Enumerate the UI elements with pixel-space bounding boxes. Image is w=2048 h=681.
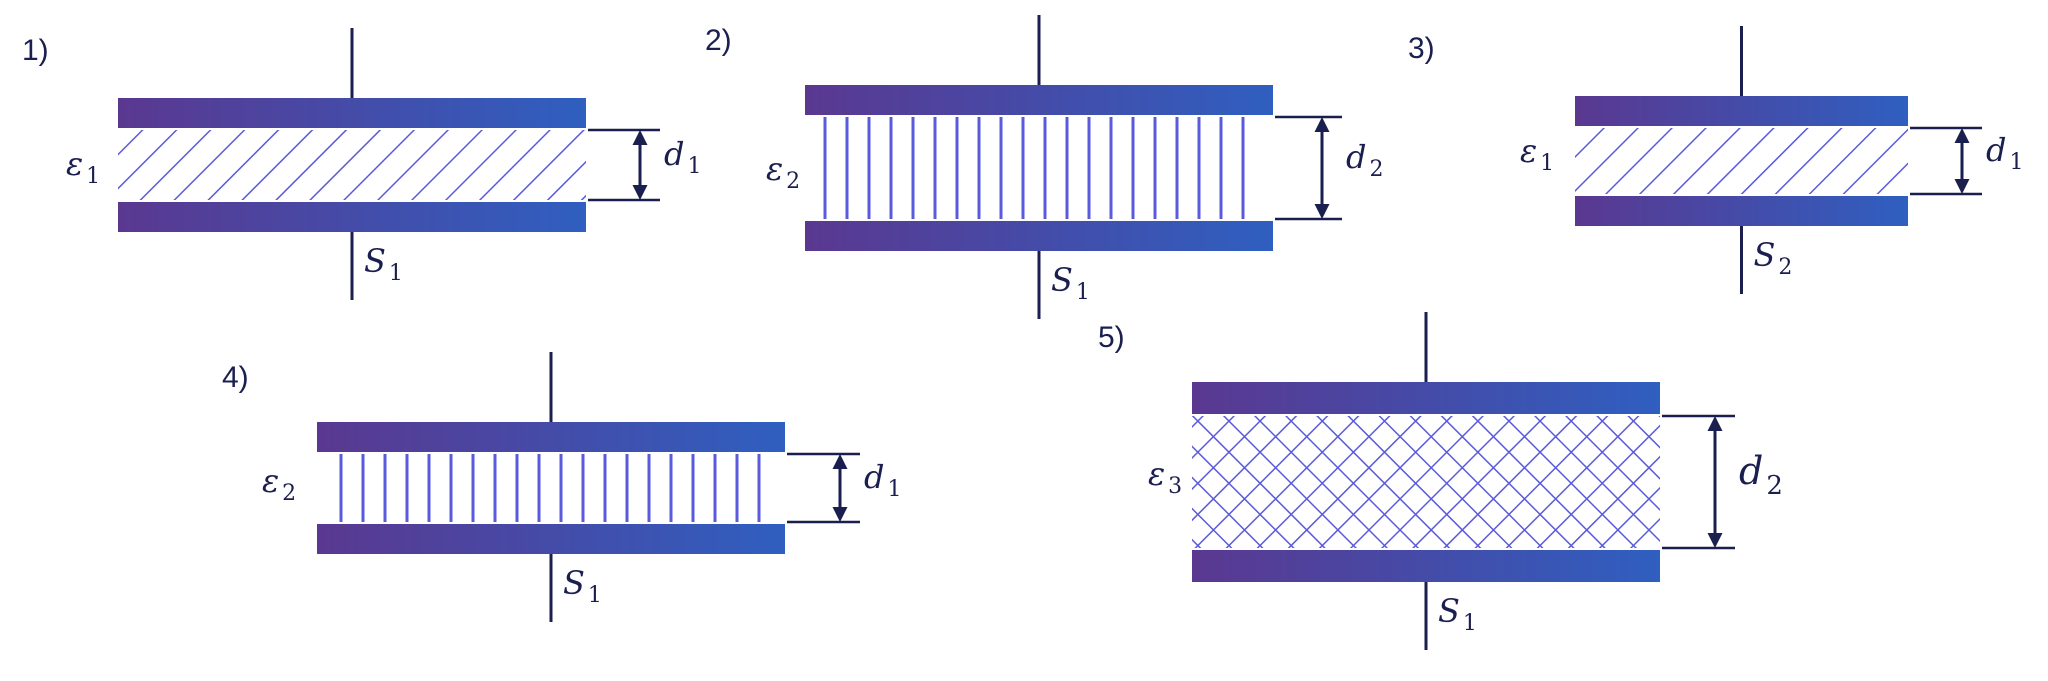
bottom-plate bbox=[1192, 550, 1660, 582]
figure-number: 3) bbox=[1408, 32, 1435, 65]
top-plate bbox=[805, 85, 1273, 115]
bottom-plate bbox=[805, 221, 1273, 251]
figure-number: 2) bbox=[705, 24, 732, 57]
top-plate bbox=[1575, 96, 1908, 126]
dielectric-diagonal bbox=[118, 130, 586, 200]
dielectric-crosshatch bbox=[1192, 416, 1660, 548]
top-plate bbox=[1192, 382, 1660, 414]
bottom-plate bbox=[118, 202, 586, 232]
top-plate bbox=[118, 98, 586, 128]
figure-number: 5) bbox=[1098, 321, 1125, 354]
figure-number: 4) bbox=[222, 361, 249, 394]
dielectric-diagonal bbox=[1575, 128, 1908, 194]
top-plate bbox=[317, 422, 785, 452]
dielectric-vertical bbox=[329, 454, 773, 522]
bottom-plate bbox=[1575, 196, 1908, 226]
bottom-plate bbox=[317, 524, 785, 554]
figure-number: 1) bbox=[22, 34, 49, 67]
dielectric-vertical bbox=[817, 117, 1261, 219]
